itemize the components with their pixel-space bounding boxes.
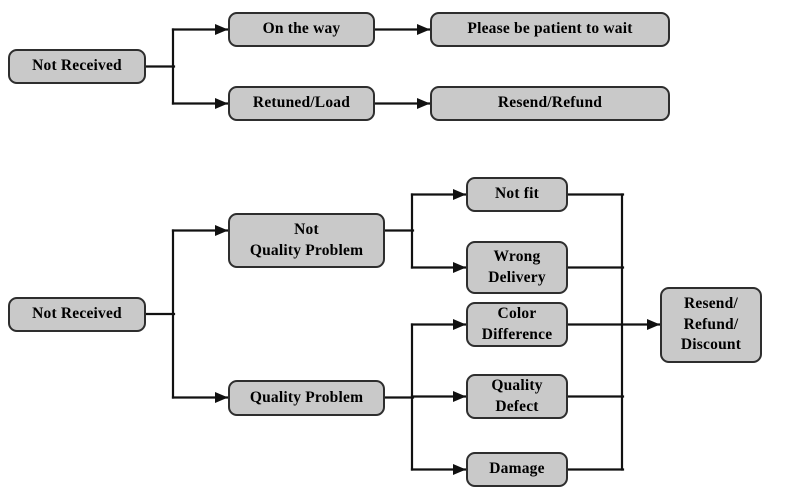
node-damage: Damage: [466, 452, 568, 487]
node-resend-refund: Resend/Refund: [430, 86, 670, 121]
node-not-quality-problem: Not Quality Problem: [228, 213, 385, 268]
node-quality-defect: Quality Defect: [466, 374, 568, 419]
node-color-difference: Color Difference: [466, 302, 568, 347]
node-quality-problem: Quality Problem: [228, 380, 385, 416]
node-on-the-way: On the way: [228, 12, 375, 47]
node-resend-refund-discount: Resend/ Refund/ Discount: [660, 287, 762, 363]
node-please-be-patient: Please be patient to wait: [430, 12, 670, 47]
node-not-received-top: Not Received: [8, 49, 146, 84]
node-retuned-load: Retuned/Load: [228, 86, 375, 121]
node-not-fit: Not fit: [466, 177, 568, 212]
node-not-received-bottom: Not Received: [8, 297, 146, 332]
node-wrong-delivery: Wrong Delivery: [466, 241, 568, 294]
